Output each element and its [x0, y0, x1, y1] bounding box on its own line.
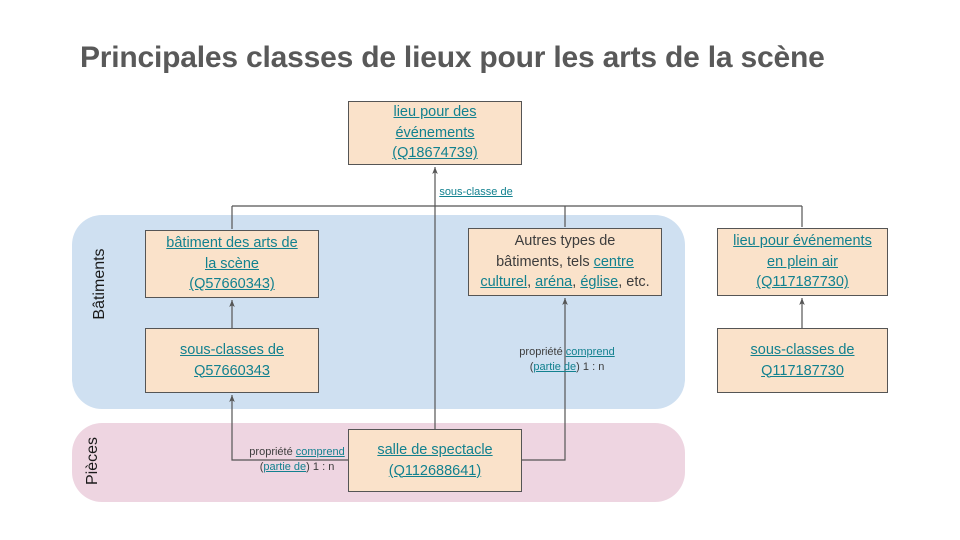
node-performing-arts-building[interactable]: bâtiment des arts de la scène (Q57660343… [145, 230, 319, 298]
node-performing-arts-building-line2: la scène [204, 255, 259, 272]
link-eglise[interactable]: église [580, 274, 619, 291]
node-subclasses-q117187730[interactable]: sous-classes de Q117187730 [717, 328, 888, 393]
node-subclasses-q117187730-line2: Q117187730 [761, 362, 844, 379]
prop-paren-close-bottom: ) [306, 460, 313, 473]
prop-prefix-bottom: propriété [249, 446, 296, 458]
node-subclasses-q117187730-line1: sous-classes de [750, 341, 855, 358]
link-arena[interactable]: aréna [535, 274, 573, 291]
node-event-venue-line2: événements [395, 124, 475, 141]
node-other-building-types-sep2: , [572, 274, 581, 291]
prop-paren-open-bottom: ( [259, 460, 264, 473]
node-other-building-types-sep1: , [527, 274, 536, 291]
node-outdoor-event-venue[interactable]: lieu pour événements en plein air (Q1171… [717, 228, 888, 296]
node-outdoor-event-venue-line3: (Q117187730) [756, 274, 849, 291]
node-other-building-types[interactable]: Autres types de bâtiments, tels centre c… [468, 228, 662, 296]
node-other-building-types-part2: bâtiments, tels [496, 253, 594, 270]
lane-label-buildings: Bâtiments [91, 248, 108, 320]
node-performance-hall-line2: (Q112688641) [388, 462, 482, 479]
node-event-venue-line3: (Q18674739) [392, 145, 478, 162]
lane-label-rooms: Pièces [84, 436, 101, 486]
link-comprend-mid[interactable]: comprend [565, 346, 615, 358]
node-performing-arts-building-line1: bâtiment des arts de [166, 235, 298, 252]
node-performance-hall[interactable]: salle de spectacle (Q112688641) [348, 429, 522, 492]
link-partie-de-mid[interactable]: partie de [533, 360, 577, 373]
node-event-venue[interactable]: lieu pour des événements (Q18674739) [348, 101, 522, 165]
prop-prefix-mid: propriété [519, 346, 566, 358]
page-title: Principales classes de lieux pour les ar… [80, 41, 825, 74]
node-other-building-types-part1: Autres types de [514, 233, 616, 250]
edge-label-subclass-of[interactable]: sous-classe de [439, 186, 513, 198]
node-outdoor-event-venue-line1: lieu pour événements [733, 233, 872, 250]
node-subclasses-q57660343[interactable]: sous-classes de Q57660343 [145, 328, 319, 393]
edge-label-property-includes-middle: propriété comprend (partie de) 1 : n [495, 345, 639, 375]
node-performance-hall-line1: salle de spectacle [377, 441, 493, 458]
node-subclasses-q57660343-line2: Q57660343 [194, 362, 270, 379]
node-other-building-types-tail: , etc. [618, 274, 650, 291]
prop-cardinality-bottom: 1 : n [312, 460, 335, 473]
node-outdoor-event-venue-line2: en plein air [767, 253, 838, 270]
link-comprend-bottom[interactable]: comprend [295, 446, 345, 458]
edge-label-property-includes-bottom: propriété comprend (partie de) 1 : n [222, 445, 372, 475]
prop-cardinality-mid: 1 : n [582, 360, 605, 373]
link-partie-de-bottom[interactable]: partie de [263, 460, 307, 473]
link-centre-culturel-a[interactable]: centre [593, 253, 634, 270]
prop-paren-close-mid: ) [576, 360, 583, 373]
node-event-venue-line1: lieu pour des [393, 104, 477, 121]
node-subclasses-q57660343-line1: sous-classes de [180, 341, 284, 358]
node-performing-arts-building-line3: (Q57660343) [189, 276, 275, 293]
prop-paren-open-mid: ( [529, 360, 534, 373]
link-centre-culturel-b[interactable]: culturel [480, 274, 528, 291]
